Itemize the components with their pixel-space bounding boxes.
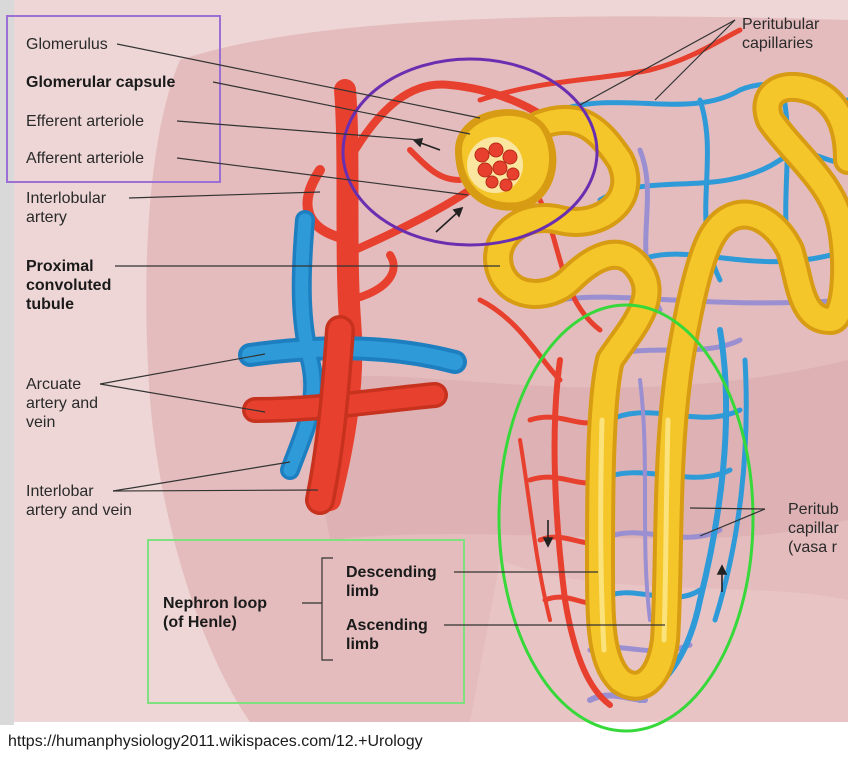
flow-arrows — [412, 138, 728, 592]
label-arcuate-artery-vein: Arcuate artery and vein — [26, 376, 99, 431]
label-ascending-limb: Ascending limb — [346, 617, 428, 653]
label-descending-limb: Descending limb — [346, 564, 437, 600]
label-proximal-convoluted-tubule: Proximal convoluted tubule — [26, 258, 112, 313]
label-interlobar-artery-vein: Interlobar artery and vein — [26, 483, 132, 519]
glomerulus-highlight-ellipse — [341, 57, 599, 247]
label-efferent-arteriole: Efferent arteriole — [26, 113, 144, 130]
renal-tubule — [483, 71, 848, 701]
label-group-box-top — [6, 15, 221, 183]
nephron-loop-highlight-ellipse — [497, 303, 755, 733]
label-glomerular-capsule: Glomerular capsule — [26, 74, 176, 91]
label-peritubular-capillaries-top: Peritubular capillaries — [742, 16, 820, 52]
label-group-box-loop — [147, 539, 465, 704]
leader-lines — [99, 19, 766, 661]
source-url-caption: https://humanphysiology2011.wikispaces.c… — [8, 733, 423, 750]
label-nephron-loop: Nephron loop (of Henle) — [163, 595, 267, 631]
arcuate-interlobar-vessels — [238, 210, 467, 515]
label-glomerulus: Glomerulus — [26, 36, 108, 53]
label-interlobular-artery: Interlobular artery — [26, 190, 107, 226]
label-peritubular-capillaries-right: Peritub capillar (vasa r — [788, 501, 839, 556]
label-afferent-arteriole: Afferent arteriole — [26, 150, 144, 167]
glomerulus-capsule — [455, 109, 557, 211]
